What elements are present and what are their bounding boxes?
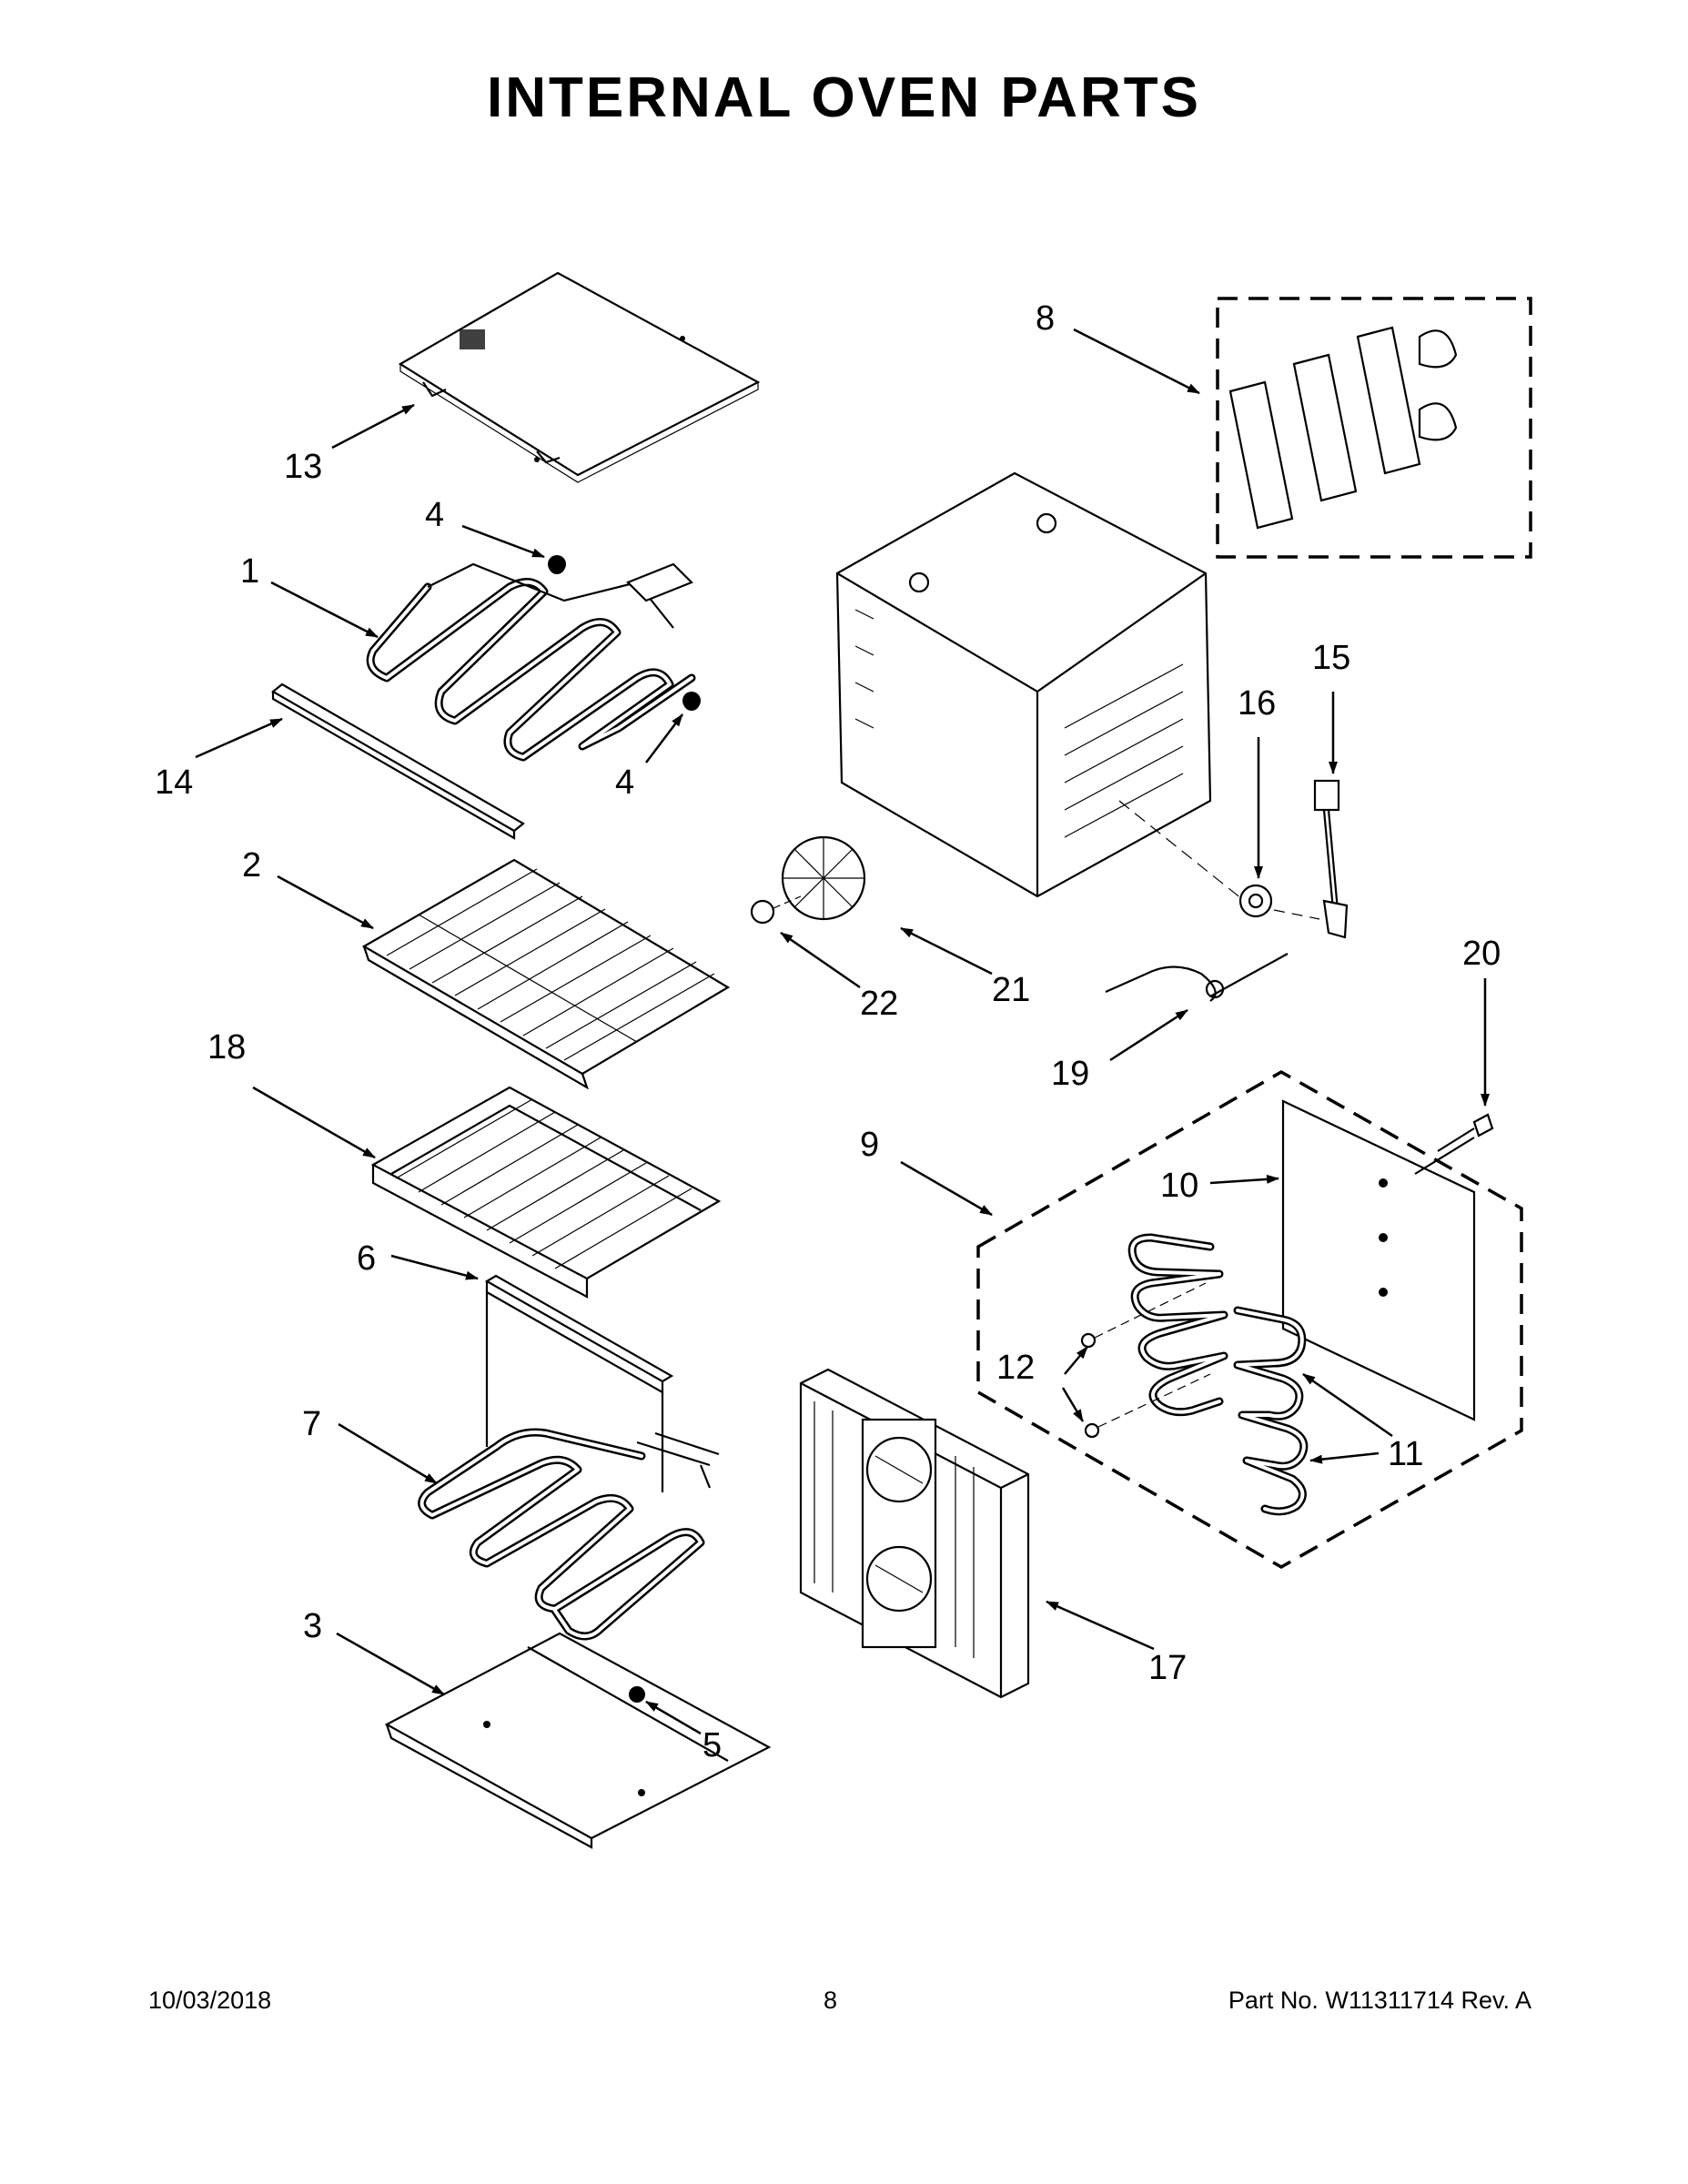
callout-14: 14 bbox=[155, 763, 193, 802]
element-shield-part bbox=[484, 1274, 674, 1492]
oven-cavity-part bbox=[835, 471, 1257, 911]
trim-strip-part bbox=[271, 682, 525, 840]
rear-plate-screw-part bbox=[1437, 1113, 1494, 1152]
callout-15: 15 bbox=[1312, 639, 1350, 677]
callout-17: 17 bbox=[1148, 1649, 1187, 1687]
footer-date: 10/03/2018 bbox=[148, 1987, 272, 2014]
callout-5: 5 bbox=[702, 1726, 722, 1764]
rack-guide-group-part bbox=[1216, 297, 1532, 559]
element-screw-part bbox=[1080, 1282, 1211, 1439]
convection-element-part bbox=[1127, 1233, 1309, 1516]
callout-4-bottom: 4 bbox=[615, 763, 634, 802]
rear-plate-part bbox=[1281, 1099, 1476, 1421]
fan-nut-part bbox=[1238, 884, 1273, 918]
temperature-sensor-part bbox=[1105, 953, 1289, 1002]
callout-22: 22 bbox=[860, 985, 898, 1023]
top-panel-part bbox=[398, 271, 761, 483]
page-title: INTERNAL OVEN PARTS bbox=[487, 66, 1201, 129]
callout-9: 9 bbox=[860, 1126, 879, 1164]
callout-13: 13 bbox=[284, 448, 322, 486]
callout-18: 18 bbox=[207, 1028, 246, 1067]
bake-element-part bbox=[418, 1428, 720, 1641]
leader-arrows bbox=[195, 328, 1490, 1735]
callout-21: 21 bbox=[992, 971, 1030, 1009]
convection-element-group-part bbox=[976, 1069, 1523, 1570]
convection-fan-assembly-part bbox=[799, 1368, 1030, 1699]
callout-1: 1 bbox=[240, 552, 259, 591]
callout-3: 3 bbox=[303, 1607, 322, 1645]
bottom-panel-screw-part bbox=[630, 1687, 644, 1702]
callout-11-upper: 11 bbox=[1388, 1435, 1423, 1473]
fan-blade-part bbox=[781, 835, 866, 921]
callout-16: 16 bbox=[1238, 684, 1276, 723]
callout-7: 7 bbox=[302, 1405, 321, 1443]
element-mount-screw-part bbox=[549, 558, 700, 711]
broil-element-part bbox=[366, 555, 701, 762]
callout-10: 10 bbox=[1160, 1167, 1198, 1205]
convection-harness-part bbox=[1273, 779, 1349, 939]
fan-blade-nut-part bbox=[750, 895, 802, 925]
callout-20: 20 bbox=[1462, 935, 1501, 973]
callout-6: 6 bbox=[357, 1239, 376, 1278]
callout-19: 19 bbox=[1051, 1055, 1089, 1093]
oven-rack-part bbox=[361, 858, 731, 1090]
footer-page-number: 8 bbox=[824, 1987, 838, 2014]
callout-2: 2 bbox=[242, 846, 261, 885]
callout-4-top: 4 bbox=[425, 496, 444, 534]
callout-8: 8 bbox=[1036, 299, 1055, 338]
footer-part-info: Part No. W11311714 Rev. A bbox=[1228, 1987, 1531, 2014]
sliding-rack-part bbox=[370, 1086, 722, 1299]
callout-12: 12 bbox=[996, 1349, 1035, 1387]
